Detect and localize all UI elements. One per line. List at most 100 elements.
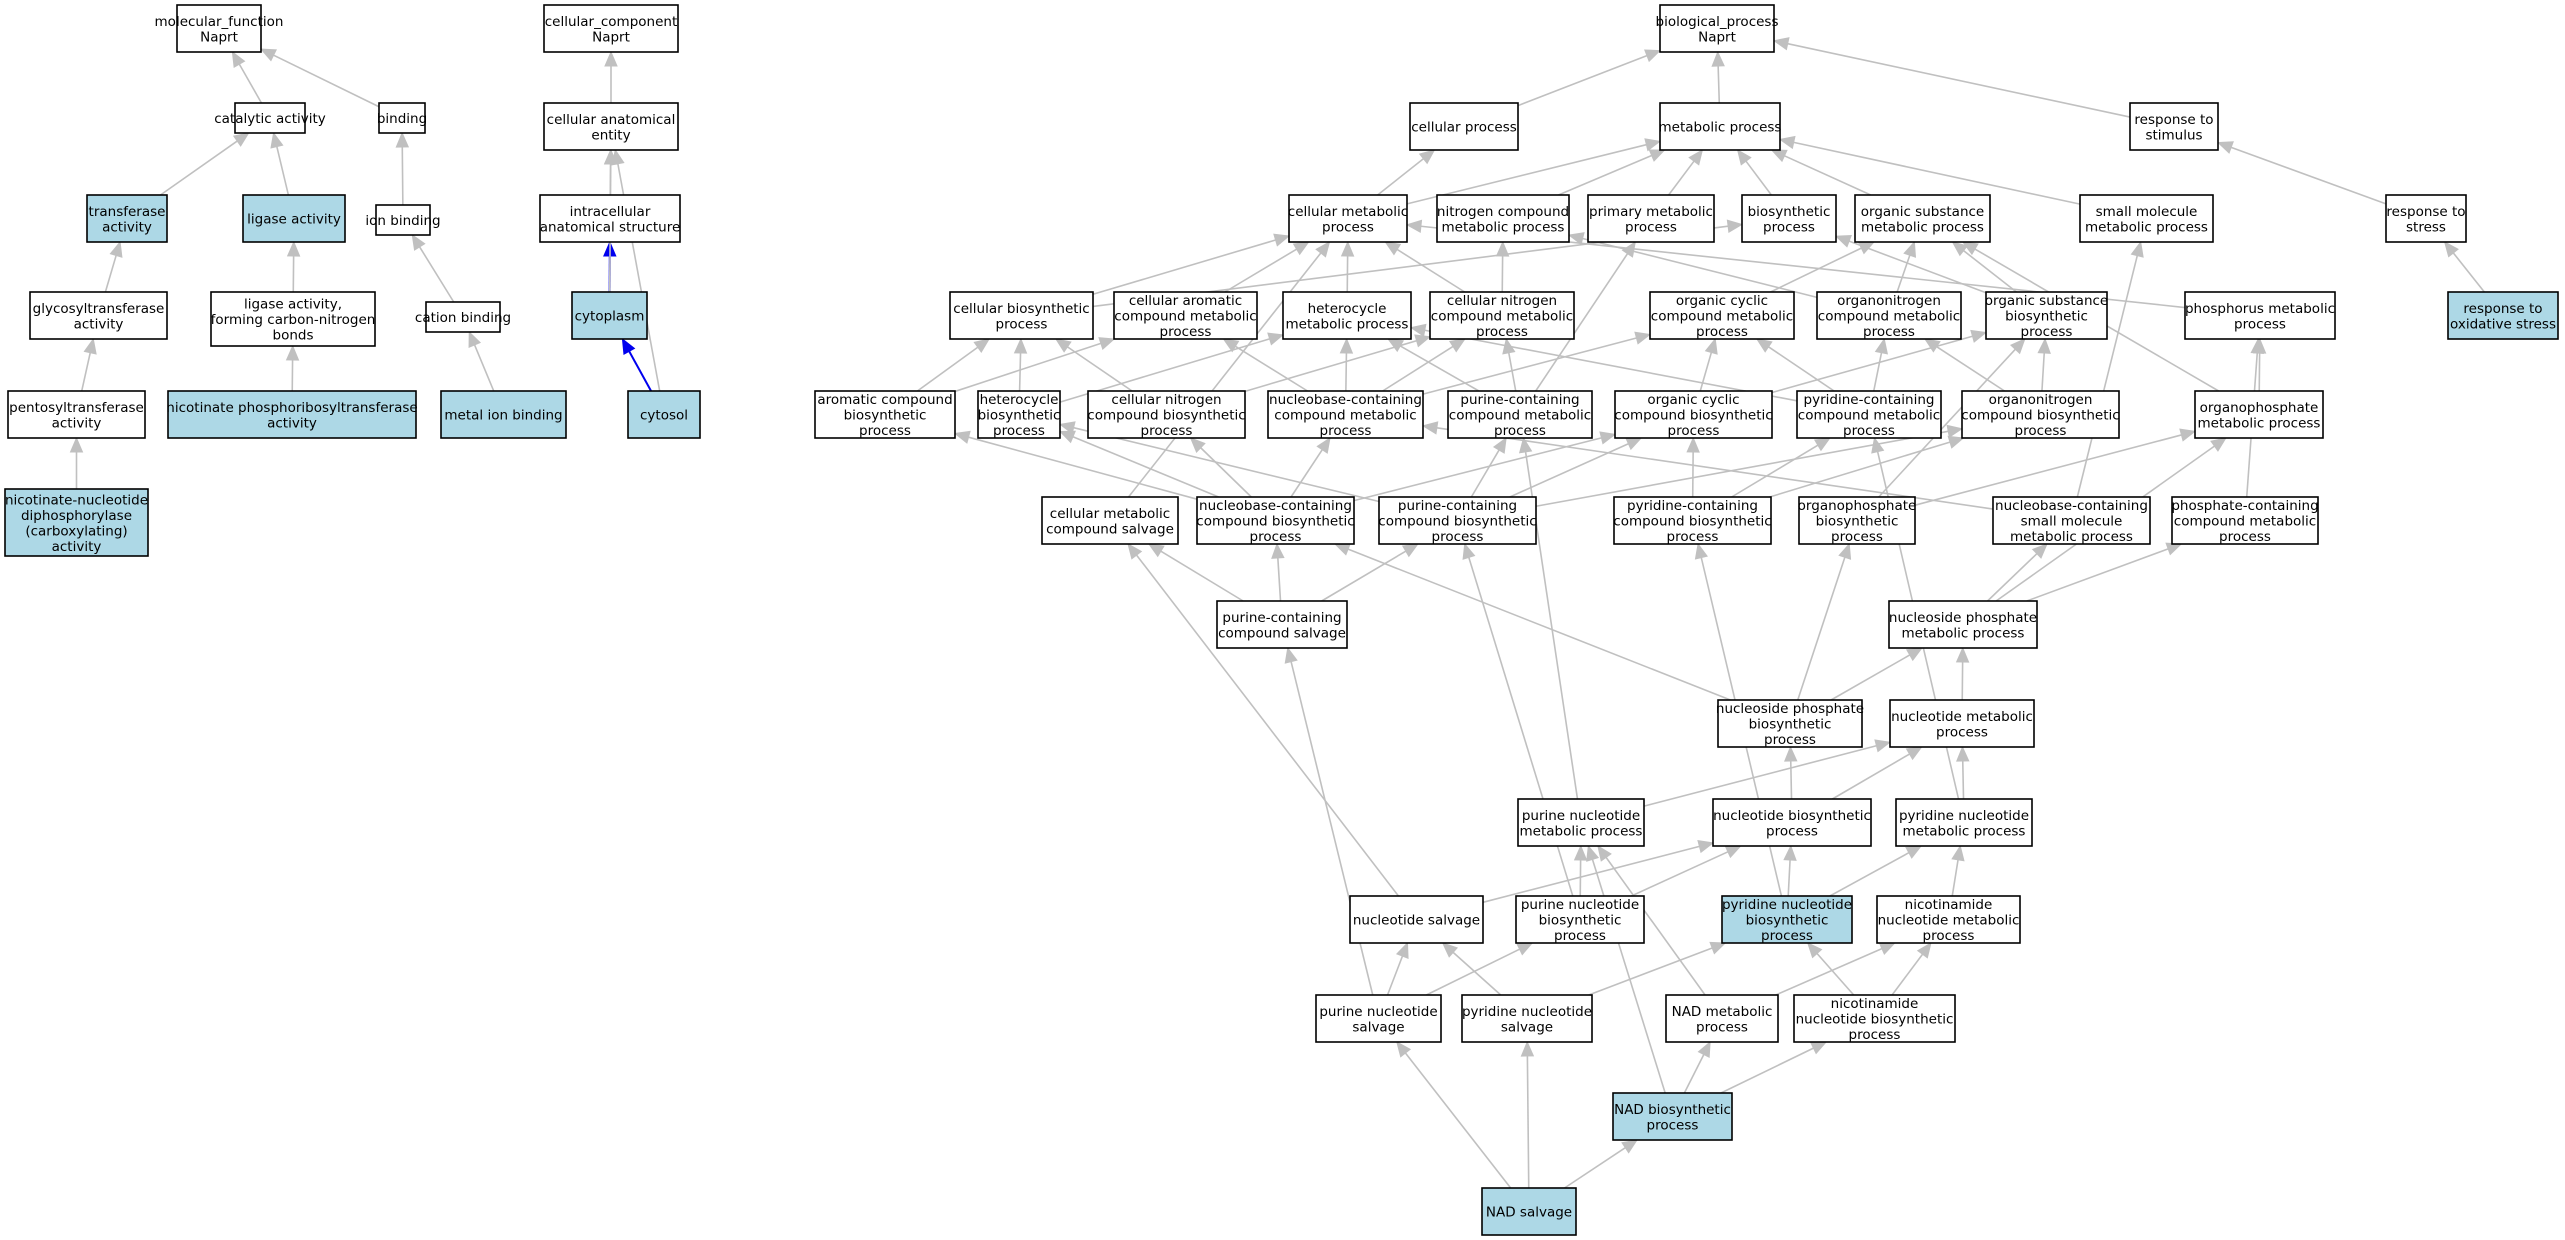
go-node-ligase-cn[interactable]: ligase activity,forming carbon-nitrogenb… [210, 291, 376, 347]
go-node-metal-ion[interactable]: metal ion binding [440, 390, 567, 439]
go-node-nad-salv[interactable]: NAD salvage [1481, 1187, 1577, 1236]
node-label: metabolic process [1861, 219, 1984, 235]
go-node-ligase[interactable]: ligase activity [242, 194, 346, 243]
node-box [4, 488, 149, 557]
go-node-ion-binding[interactable]: ion binding [365, 204, 441, 236]
node-label: biosynthetic [1539, 913, 1622, 929]
node-label: process [1554, 928, 1606, 944]
edge-nad_met-to-purine_nuc_met [1605, 856, 1706, 996]
arrowhead-resp_stim-to-bp_root [1772, 37, 1790, 51]
node-label: process [1763, 219, 1815, 235]
go-node-binding[interactable]: binding [377, 102, 427, 134]
arrowhead-metabolic_process-to-bp_root [1711, 50, 1725, 67]
edge-purine_nuc_bio-to-nucleotide_bio [1631, 851, 1729, 897]
node-label: entity [591, 127, 630, 143]
arrowhead-hetero_bio-to-cell_biosyn [1013, 337, 1028, 354]
arrowhead-purine_nuc_salv-to-nuc_salv [1395, 941, 1409, 959]
arrowhead-biosynth-to-metabolic_process [1736, 148, 1752, 166]
go-node-cation-binding[interactable]: cation binding [415, 301, 511, 333]
go-node-nuc-salv[interactable]: nucleotide salvage [1349, 895, 1484, 944]
edge-binding-to-mf_root [273, 54, 380, 108]
node-label: purine nucleotide [1521, 897, 1639, 913]
go-node-naprt-activity[interactable]: nicotinate phosphoribosyltransferaseacti… [166, 390, 418, 439]
go-node-cytosol[interactable]: cytosol [627, 390, 701, 439]
go-node-nndp[interactable]: nicotinate-nucleotidediphosphorylase(car… [4, 488, 149, 557]
go-node-metabolic-process[interactable]: metabolic process [1659, 102, 1782, 151]
edge-pyr_cont_met-to-organonitro_met [1872, 352, 1883, 392]
arrowhead-transferase-to-catalytic [232, 132, 250, 147]
edge-nucleobase_bio-to-hetero_bio [1072, 436, 1219, 498]
arrowhead-pentosyl-to-glycosyl [83, 337, 97, 355]
edge-org_cyc_bio-to-org_cyc_met [1699, 352, 1713, 392]
go-node-cytoplasm[interactable]: cytoplasm [571, 291, 648, 340]
arrowhead-org_sub_met-to-metabolic_process [1770, 149, 1788, 163]
go-node-catalytic[interactable]: catalytic activity [214, 102, 326, 134]
node-label: process [1432, 529, 1484, 545]
arrowhead-nuc_salv-to-nucleotide_bio [1697, 839, 1715, 854]
arrowhead-nucside_phos_bio-to-organophos_bio [1838, 542, 1852, 560]
go-node-cellular-process[interactable]: cellular process [1409, 102, 1519, 151]
node-box [1517, 798, 1645, 847]
arrowhead-cell_met-to-metabolic_process [1644, 138, 1662, 152]
edge-nucleobase_met-to-org_cyc_met [1422, 337, 1637, 395]
arrowhead-organophos_bio-to-org_sub_bio [2009, 338, 2026, 355]
arrowhead-purine_nuc_salv-to-purine_salv [1284, 646, 1298, 664]
